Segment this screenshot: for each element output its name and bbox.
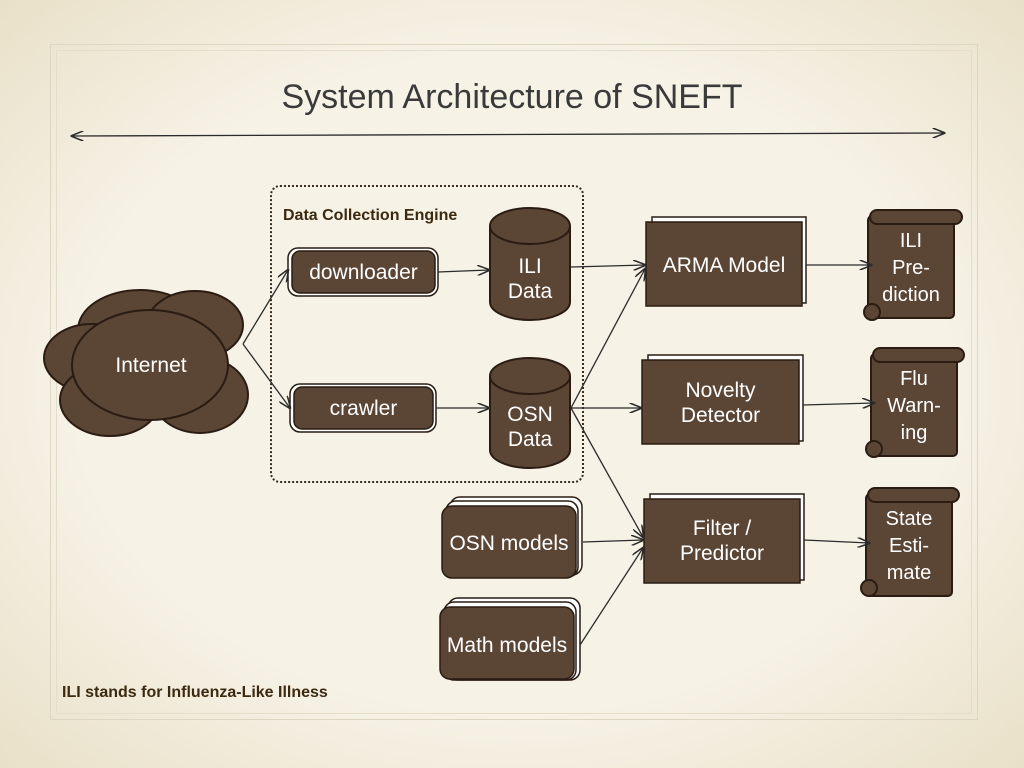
slide-frame-outer [50,44,978,720]
novelty-detector-label: Novelty Detector [680,379,761,427]
filter-predictor-label: Filter / Predictor [679,517,765,565]
edge-novelty-flu [802,403,874,405]
internet-cloud-shape [43,289,249,437]
math-models-label: Math models [446,633,568,657]
ili-prediction-scroll-shape [863,209,963,321]
osn-models-box-shape [441,496,583,579]
osn-data-label: OSN Data [507,403,553,451]
ili-data-label: ILI Data [507,255,553,303]
crawler-box-shape [289,383,437,433]
edge-internet-crawler [242,343,290,408]
state-estimate-label: State Esti- mate [885,507,933,584]
edge-osnmodels-filter [582,540,643,542]
math-models-box-shape [439,597,581,681]
edge-filter-state [803,540,869,543]
crawler-label: crawler [329,396,398,420]
novelty-box-shape [641,354,804,445]
filter-box-shape [643,493,805,584]
internet-label: Internet [115,353,187,377]
title-divider-arrow [72,133,944,136]
edge-downloader-ilidata [437,270,489,272]
downloader-box-shape [287,247,439,297]
downloader-label: downloader [309,260,418,284]
arma-box-shape [645,216,807,307]
edge-mathmodels-filter [579,548,643,646]
ili-prediction-label: ILI Pre- diction [882,229,940,306]
osn-models-label: OSN models [449,531,569,555]
osn-data-cylinder-shape [489,357,571,469]
ili-data-cylinder-shape [489,207,571,321]
data-collection-engine-group [270,185,584,483]
slide-title: System Architecture of SNEFT [281,78,743,116]
flu-warning-label: Flu Warn- ing [887,367,941,444]
data-collection-engine-label: Data Collection Engine [283,207,458,224]
arma-model-label: ARMA Model [662,253,786,277]
edge-internet-downloader [242,270,288,345]
footnote: ILI stands for Influenza-Like Illness [62,684,328,701]
